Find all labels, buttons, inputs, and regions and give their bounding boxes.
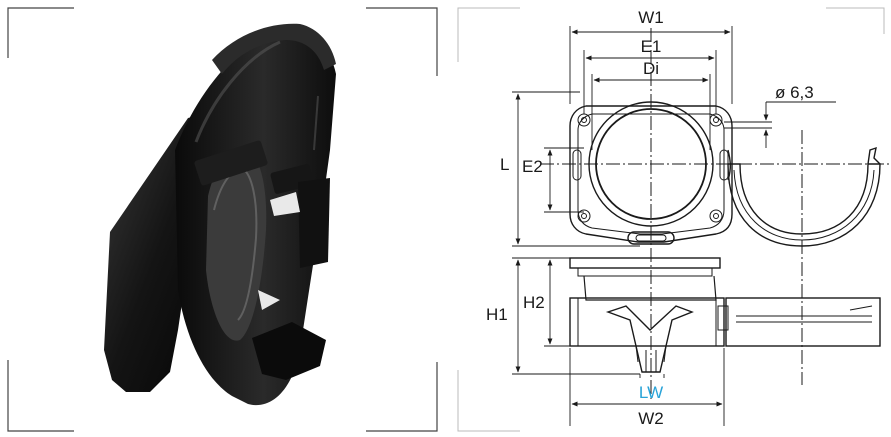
photo-frame-corners bbox=[7, 7, 438, 432]
dimension-labels: W1 E1 Di ø 6,3 L E2 H1 H2 LW W2 bbox=[486, 8, 814, 428]
dimension-lines bbox=[512, 26, 836, 426]
clamp-opening bbox=[206, 146, 267, 341]
label-l: L bbox=[500, 155, 509, 174]
open-half-shell bbox=[727, 146, 881, 247]
label-w1: W1 bbox=[638, 8, 664, 27]
side-view-body bbox=[569, 297, 725, 347]
side-view-open-half bbox=[725, 297, 881, 347]
label-hole-diameter: ø 6,3 bbox=[775, 83, 814, 102]
label-lw: LW bbox=[639, 383, 663, 402]
label-e2: E2 bbox=[522, 157, 543, 176]
side-view bbox=[569, 257, 881, 373]
snap-in-foot bbox=[605, 305, 694, 373]
drawing-frame-corners bbox=[457, 7, 885, 432]
label-di: Di bbox=[643, 59, 659, 78]
label-e1: E1 bbox=[641, 37, 662, 56]
drawing-panel: W1 E1 Di ø 6,3 L E2 H1 H2 LW W2 bbox=[457, 7, 890, 432]
label-w2: W2 bbox=[638, 409, 664, 428]
side-view-flange bbox=[569, 257, 721, 269]
clamp-photo bbox=[104, 23, 336, 406]
label-h1: H1 bbox=[486, 305, 508, 324]
label-h2: H2 bbox=[523, 293, 545, 312]
center-lines bbox=[540, 28, 890, 400]
top-view-housing bbox=[569, 105, 733, 243]
photo-panel bbox=[7, 7, 438, 432]
